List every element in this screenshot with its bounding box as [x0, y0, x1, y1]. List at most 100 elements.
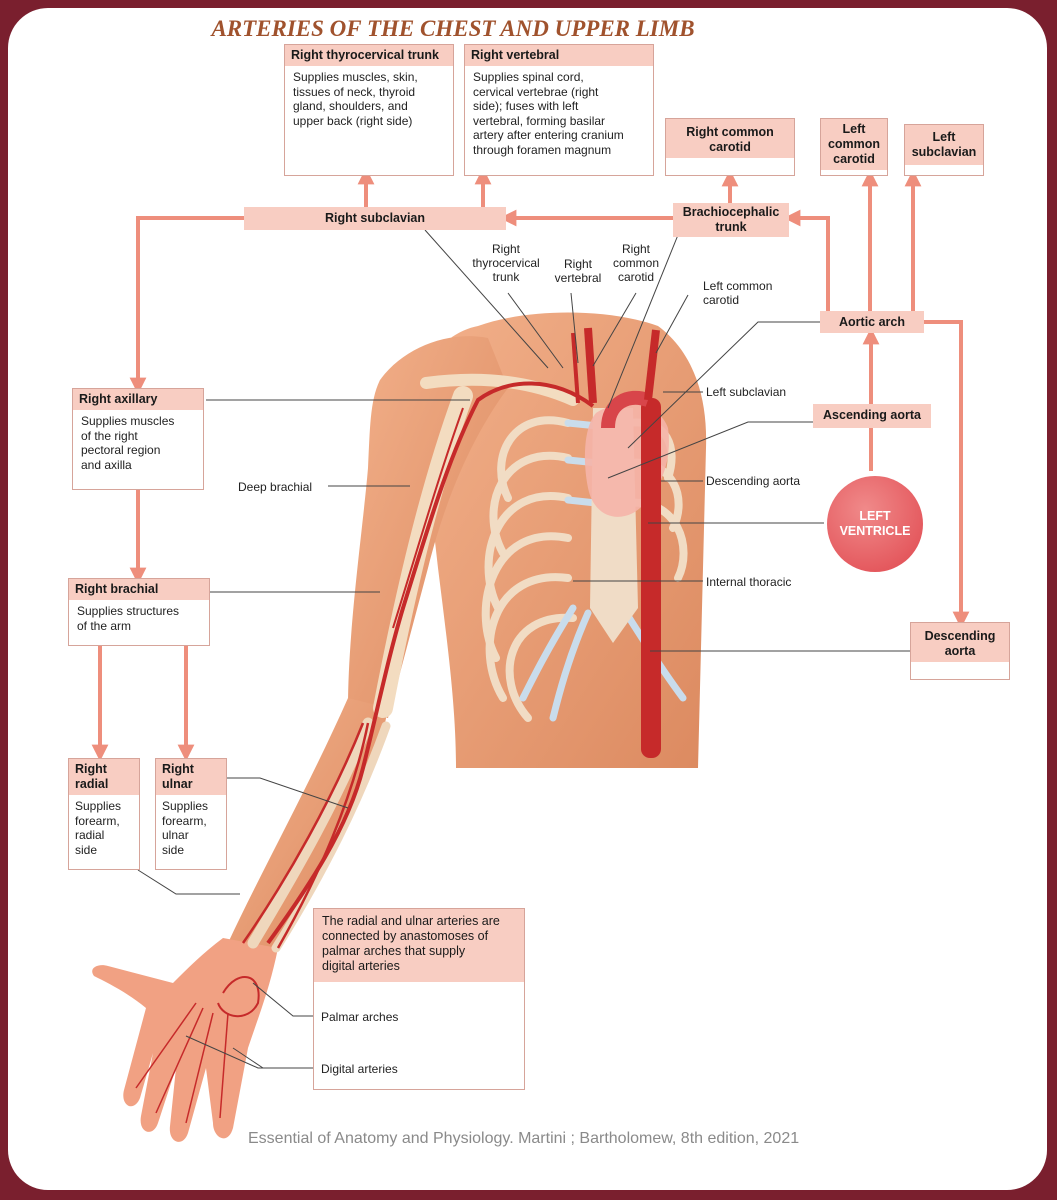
box-right-axillary-heading: Right axillary — [73, 389, 203, 410]
label-aortic-arch: Aortic arch — [820, 311, 924, 333]
text-line: carotid — [833, 152, 875, 166]
left-ventricle-circle: LEFT VENTRICLE — [827, 476, 923, 572]
box-right-radial: Right radial Supplies forearm, radial si… — [68, 758, 140, 870]
text-line: of the right — [81, 428, 138, 443]
box-right-vertebral-heading: Right vertebral — [465, 45, 653, 66]
text-line: Right — [491, 242, 520, 256]
label-right-subclavian: Right subclavian — [244, 207, 506, 230]
right-vertebral-vessel — [571, 332, 580, 404]
label-left-common-carotid: Left common carotid — [703, 279, 772, 307]
left-common-carotid-vessel — [644, 329, 660, 401]
deep-brachial-vessel — [392, 407, 464, 629]
text-line: through foramen magnum — [473, 142, 612, 157]
box-right-common-carotid-heading: Right common carotid — [666, 119, 794, 158]
text-line: forearm, — [162, 813, 207, 828]
text-line: The radial and ulnar arteries are — [322, 914, 500, 928]
text-line: side); fuses with left — [473, 99, 579, 113]
text-line: digital arteries — [322, 959, 400, 973]
box-palmar-note: The radial and ulnar arteries are connec… — [313, 908, 525, 1090]
anatomy-illustration — [91, 167, 970, 1142]
text-line: Supplies spinal cord, — [473, 70, 584, 84]
box-right-axillary-body: Supplies muscles of the right pectoral r… — [73, 410, 203, 476]
text-line: Left — [932, 130, 956, 144]
box-right-thyrocervical-trunk: Right thyrocervical trunk Supplies muscl… — [284, 44, 454, 176]
text-line: connected by anastomoses of — [322, 929, 489, 943]
text-line: side — [162, 842, 185, 857]
box-right-ulnar-body: Supplies forearm, ulnar side — [156, 795, 226, 861]
text-line: subclavian — [911, 145, 977, 159]
text-line: Supplies muscles, skin, — [293, 70, 418, 84]
text-line: palmar arches that supply — [322, 944, 466, 958]
text-line: radial — [75, 777, 109, 791]
digital-artery-vessels — [135, 1002, 229, 1124]
radial-artery-vessel — [241, 722, 365, 944]
text-line: artery after entering cranium — [473, 128, 624, 142]
text-line: Right — [162, 762, 194, 776]
box-right-axillary: Right axillary Supplies muscles of the r… — [72, 388, 204, 490]
aortic-arch-vessel — [601, 390, 651, 429]
text-line: of the arm — [77, 618, 132, 633]
label-descending-aorta: Descending aorta — [706, 474, 801, 488]
text-line: Supplies — [162, 799, 209, 813]
box-left-subclavian-heading: Left subclavian — [905, 125, 983, 165]
label-deep-brachial: Deep brachial — [238, 480, 313, 494]
text-line: Left common — [703, 279, 773, 293]
box-palmar-note-heading: The radial and ulnar arteries are connec… — [314, 909, 524, 982]
box-left-common-carotid-heading: Left common carotid — [821, 119, 887, 170]
citation-footer: Essential of Anatomy and Physiology. Mar… — [248, 1130, 800, 1147]
text-line: Left — [842, 122, 866, 136]
box-right-radial-heading: Right radial — [69, 759, 139, 795]
box-right-brachial-heading: Right brachial — [69, 579, 209, 600]
hand-silhouette — [92, 938, 278, 1142]
text-line: Supplies structures — [77, 604, 180, 618]
rib-cage — [481, 416, 688, 722]
text-line: side — [75, 842, 98, 857]
digital-arteries-row: Digital arteries — [321, 1062, 398, 1076]
label-ascending-aorta: Ascending aorta — [813, 404, 931, 428]
palmar-arches-row: Palmar arches — [321, 1010, 399, 1024]
box-right-common-carotid: Right common carotid — [665, 118, 795, 176]
text-line: carotid — [617, 270, 655, 284]
text-line: forearm, — [75, 813, 120, 828]
text-line: VENTRICLE — [839, 524, 911, 538]
box-right-vertebral: Right vertebral Supplies spinal cord, ce… — [464, 44, 654, 176]
text-line: cervical vertebrae (right — [473, 84, 599, 99]
text-line: ulnar — [162, 828, 189, 842]
radius-bone — [247, 717, 374, 949]
text-line: vertebral — [554, 271, 602, 285]
text-line: gland, shoulders, and — [293, 99, 408, 113]
right-common-carotid-vessel — [584, 327, 597, 404]
text-line: and axilla — [81, 457, 132, 472]
text-line: aorta — [944, 644, 976, 658]
label-right-common-carotid: Right common carotid — [606, 242, 666, 284]
text-line: Supplies muscles — [81, 414, 175, 428]
label-right-vertebral: Right vertebral — [548, 257, 608, 285]
text-line: carotid — [703, 293, 740, 307]
text-line: Right — [563, 257, 592, 271]
text-line: common — [827, 137, 881, 151]
box-descending-aorta-heading: Descending aorta — [911, 623, 1009, 662]
clavicle-bone — [420, 373, 579, 406]
label-internal-thoracic: Internal thoracic — [706, 575, 792, 589]
box-descending-aorta: Descending aorta — [910, 622, 1010, 680]
text-line: pectoral region — [81, 443, 161, 457]
text-line: Right — [75, 762, 107, 776]
text-line: trunk — [492, 270, 520, 284]
text-line: vertebral, forming basilar — [473, 113, 606, 128]
text-line: Right — [621, 242, 650, 256]
text-line: Descending — [924, 629, 996, 643]
box-right-vertebral-body: Supplies spinal cord, cervical vertebrae… — [465, 66, 653, 161]
label-brachiocephalic-trunk: Brachiocephalic trunk — [673, 203, 789, 237]
box-left-common-carotid: Left common carotid — [820, 118, 888, 176]
text-line: trunk — [715, 220, 747, 234]
text-line: radial — [75, 828, 105, 842]
descending-aorta-vessel — [641, 398, 661, 758]
text-line: Supplies — [75, 799, 122, 813]
arm-artery-vessel — [266, 381, 595, 945]
text-line: tissues of neck, thyroid — [293, 84, 416, 99]
text-line: LEFT — [859, 509, 891, 523]
box-right-thyrocervical-trunk-heading: Right thyrocervical trunk — [285, 45, 453, 66]
box-right-brachial-body: Supplies structures of the arm — [69, 600, 209, 637]
label-left-subclavian: Left subclavian — [706, 385, 787, 399]
diagram-title: ARTERIES OF THE CHEST AND UPPER LIMB — [211, 16, 695, 41]
